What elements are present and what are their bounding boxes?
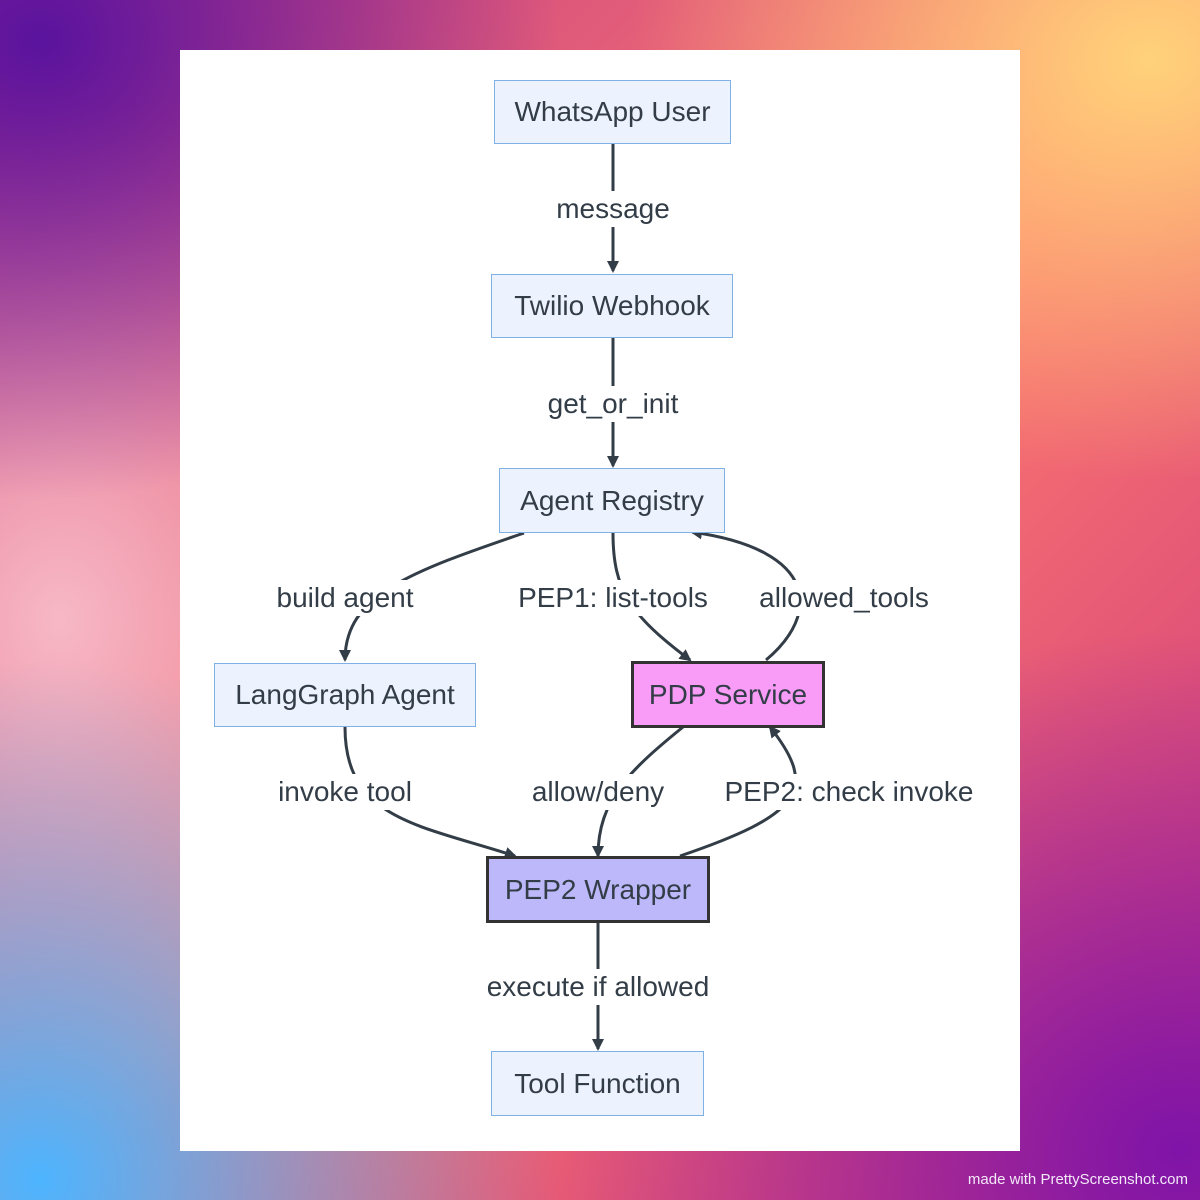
node-tool-function: Tool Function bbox=[491, 1051, 704, 1116]
edge-label-message: message bbox=[554, 191, 672, 227]
node-whatsapp-user: WhatsApp User bbox=[494, 80, 731, 144]
edge-label-execute-if-allowed: execute if allowed bbox=[484, 969, 712, 1005]
edge-invoke-tool bbox=[343, 726, 517, 859]
edge-label-invoke-tool: invoke tool bbox=[276, 774, 414, 810]
edge-label-pep1-list-tools: PEP1: list-tools bbox=[516, 580, 710, 616]
edge-label-build-agent: build agent bbox=[274, 580, 416, 616]
node-langgraph-agent: LangGraph Agent bbox=[214, 663, 476, 727]
edge-label-allow-deny: allow/deny bbox=[529, 774, 667, 810]
diagram-panel: message get_or_init build agent PEP1: li… bbox=[180, 50, 1020, 1151]
watermark-text: made with PrettyScreenshot.com bbox=[967, 1171, 1188, 1188]
node-agent-registry: Agent Registry bbox=[499, 468, 725, 533]
node-pdp-service: PDP Service bbox=[631, 661, 825, 728]
node-pep2-wrapper: PEP2 Wrapper bbox=[486, 856, 710, 923]
edge-label-get-or-init: get_or_init bbox=[545, 386, 681, 422]
node-twilio-webhook: Twilio Webhook bbox=[491, 274, 733, 338]
edge-label-pep2-check-invoke: PEP2: check invoke bbox=[722, 774, 976, 810]
edge-label-allowed-tools: allowed_tools bbox=[757, 580, 931, 616]
